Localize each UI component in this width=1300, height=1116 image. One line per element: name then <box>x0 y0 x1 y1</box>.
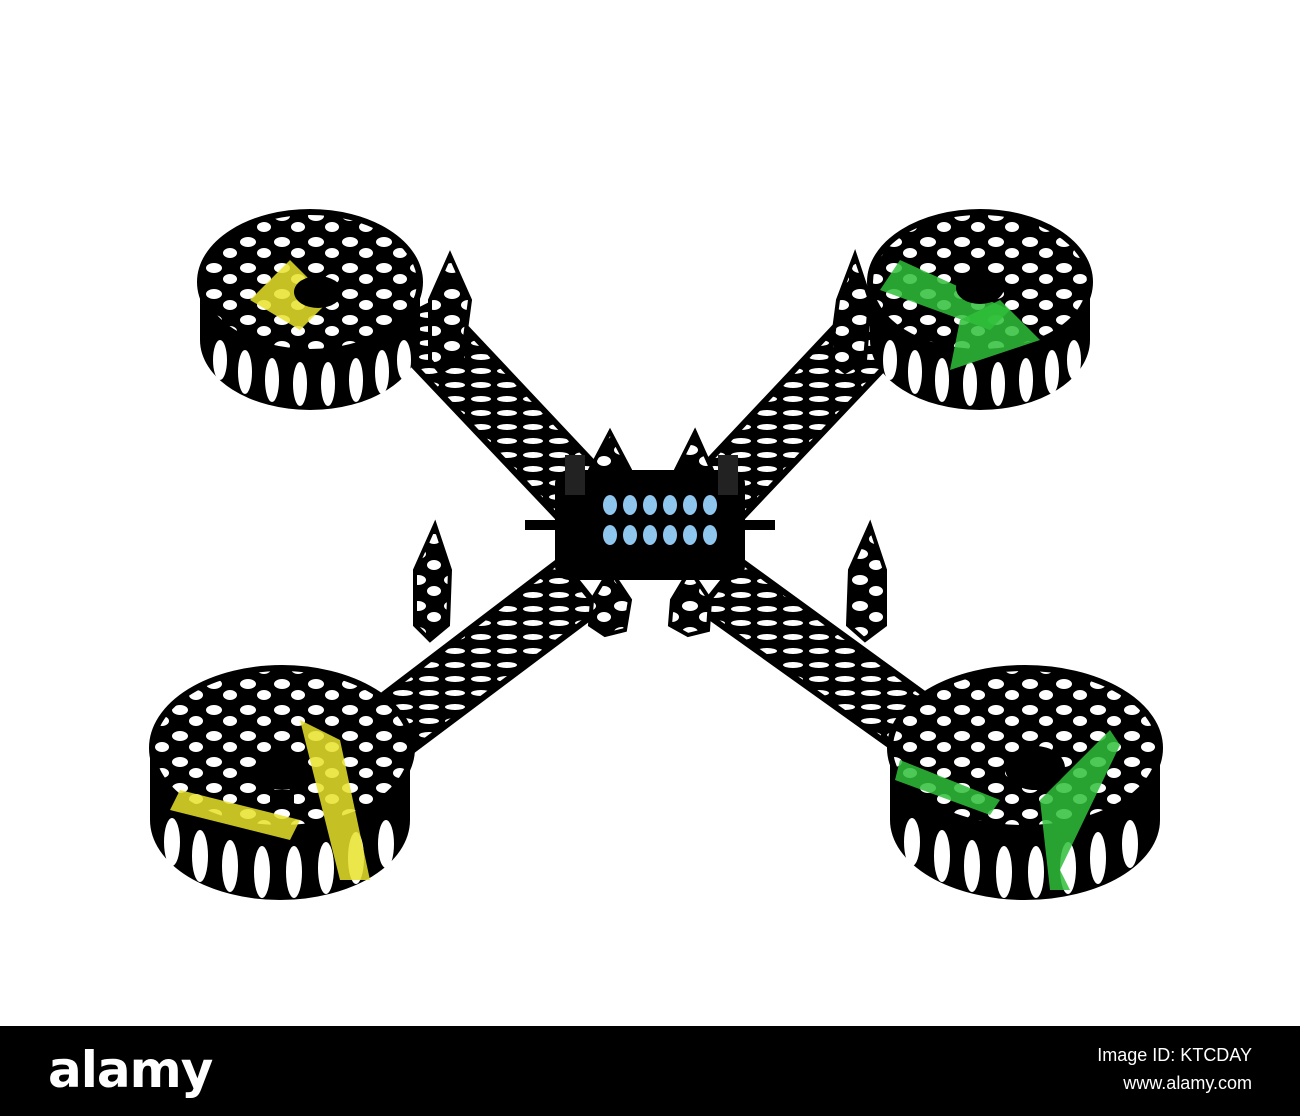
rotor-front-left <box>197 209 423 410</box>
quadcopter-wireframe-illustration <box>149 209 1163 900</box>
watermark-footer: alamy Image ID: KTCDAY www.alamy.com <box>0 1026 1300 1116</box>
rotor-rear-right <box>887 665 1163 900</box>
alamy-logo[interactable]: alamy <box>48 1041 213 1099</box>
rotor-front-right <box>867 209 1093 410</box>
site-url-link[interactable]: www.alamy.com <box>1123 1073 1252 1093</box>
center-hub <box>525 455 775 580</box>
image-id-label: Image ID: KTCDAY <box>1097 1045 1252 1065</box>
motor-cages <box>413 249 887 643</box>
hub-light-panel <box>603 495 717 545</box>
rotor-rear-left <box>149 665 415 900</box>
photo-canvas <box>149 209 1163 900</box>
